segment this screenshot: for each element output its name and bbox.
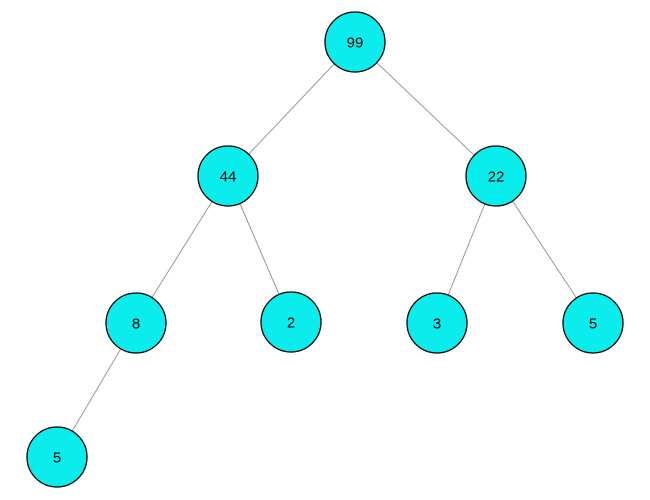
tree-node: 22 bbox=[465, 145, 527, 207]
tree-edges-layer bbox=[56, 41, 594, 458]
tree-edge bbox=[227, 41, 356, 177]
tree-node-label: 5 bbox=[53, 450, 61, 467]
tree-node: 5 bbox=[562, 292, 624, 354]
tree-node-circle bbox=[260, 291, 322, 353]
tree-node: 3 bbox=[406, 292, 468, 354]
tree-node: 44 bbox=[197, 145, 259, 207]
tree-node: 5 bbox=[26, 426, 88, 488]
tree-node-label: 99 bbox=[347, 35, 364, 52]
tree-node-label: 22 bbox=[488, 169, 505, 186]
tree-node-label: 2 bbox=[287, 315, 295, 332]
tree-node-circle bbox=[324, 11, 386, 73]
tree-node: 8 bbox=[105, 292, 167, 354]
tree-node-label: 3 bbox=[433, 316, 441, 333]
tree-node: 99 bbox=[324, 11, 386, 73]
tree-node-circle bbox=[197, 145, 259, 207]
tree-node-circle bbox=[26, 426, 88, 488]
tree-node-circle bbox=[105, 292, 167, 354]
tree-nodes-layer: 99 44 22 8 2 3 5 5 bbox=[26, 11, 624, 488]
tree-node: 2 bbox=[260, 291, 322, 353]
tree-node-label: 8 bbox=[132, 316, 140, 333]
tree-node-label: 44 bbox=[220, 169, 237, 186]
tree-node-label: 5 bbox=[589, 316, 597, 333]
tree-node-circle bbox=[562, 292, 624, 354]
tree-edge bbox=[354, 41, 497, 177]
tree-node-circle bbox=[406, 292, 468, 354]
tree-node-circle bbox=[465, 145, 527, 207]
